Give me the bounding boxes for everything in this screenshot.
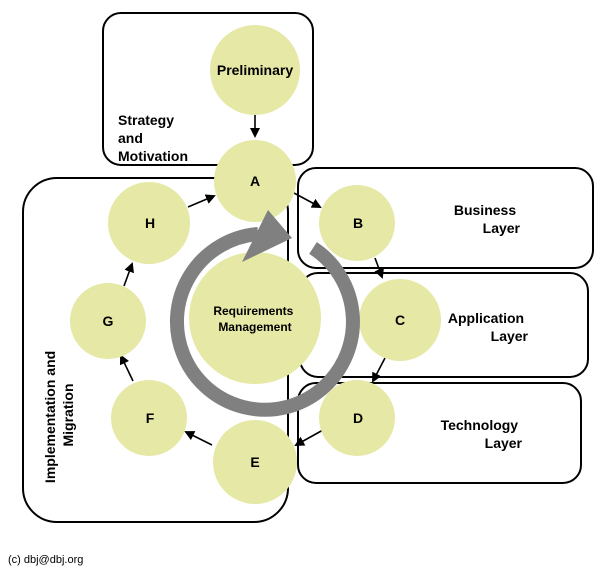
phase-d — [319, 380, 395, 456]
arrow-a-to-b — [293, 192, 322, 208]
implementation-migration-label: Implementation and Migration — [42, 347, 76, 483]
business-layer-label: Business Layer — [454, 202, 521, 236]
phase-d-label: D — [353, 410, 363, 426]
arrow-c-to-d — [372, 357, 386, 383]
copyright-text: (c) dbj@dbj.org — [8, 554, 83, 566]
phase-e-label: E — [250, 454, 259, 470]
phase-a — [214, 140, 296, 222]
phase-b-label: B — [353, 215, 363, 231]
strategy-label: Strategy and Motivation — [118, 112, 188, 164]
cycle-arrow-ring — [169, 227, 360, 417]
arrow-h-to-a — [187, 194, 216, 208]
phase-a-label: A — [250, 173, 260, 189]
arrow-d-to-e — [294, 429, 324, 446]
phase-e — [213, 420, 297, 504]
phase-g — [70, 283, 146, 359]
phase-preliminary-label: Preliminary — [217, 62, 293, 78]
phase-requirements-management — [189, 252, 321, 384]
phase-f-label: F — [146, 410, 155, 426]
application-layer-label: Application Layer — [448, 310, 529, 344]
phase-h — [108, 182, 190, 264]
phase-h-label: H — [145, 215, 155, 231]
arrow-g-to-h — [123, 262, 134, 287]
phase-preliminary — [210, 25, 300, 115]
phase-b — [319, 185, 395, 261]
arrow-b-to-c — [374, 257, 384, 279]
arrow-f-to-g — [119, 354, 134, 382]
arrow-e-to-f — [184, 431, 213, 446]
cycle-arrowhead — [242, 210, 292, 262]
phase-requirements-label: Requirements Management — [213, 304, 296, 334]
phase-c-label: C — [395, 312, 405, 328]
phase-c — [359, 279, 441, 361]
phase-g-label: G — [103, 313, 114, 329]
phase-f — [111, 380, 187, 456]
technology-layer-label: Technology Layer — [441, 417, 523, 451]
